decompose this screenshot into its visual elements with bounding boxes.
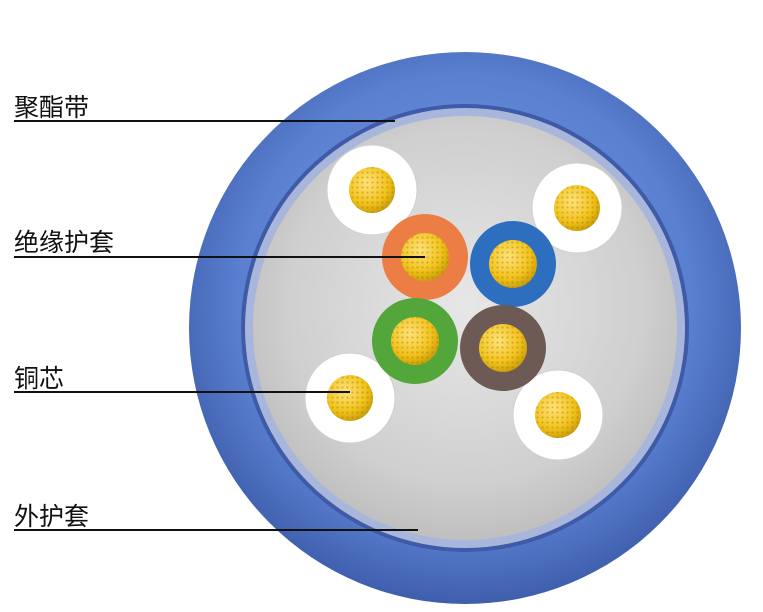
white-conductor-top-left [326, 144, 418, 236]
label-insulation-sheath: 绝缘护套 [14, 228, 115, 257]
white-conductor-top-right [531, 162, 623, 254]
label-outer-sheath: 外护套 [14, 502, 90, 531]
white-conductor-bottom-right [512, 369, 604, 461]
label-polyester-tape: 聚酯带 [14, 93, 90, 122]
brown-conductor [460, 305, 546, 391]
green-conductor [372, 298, 458, 384]
white-conductor-bottom-left [304, 352, 396, 444]
label-copper-core: 铜芯 [14, 364, 65, 393]
blue-conductor [470, 221, 556, 307]
